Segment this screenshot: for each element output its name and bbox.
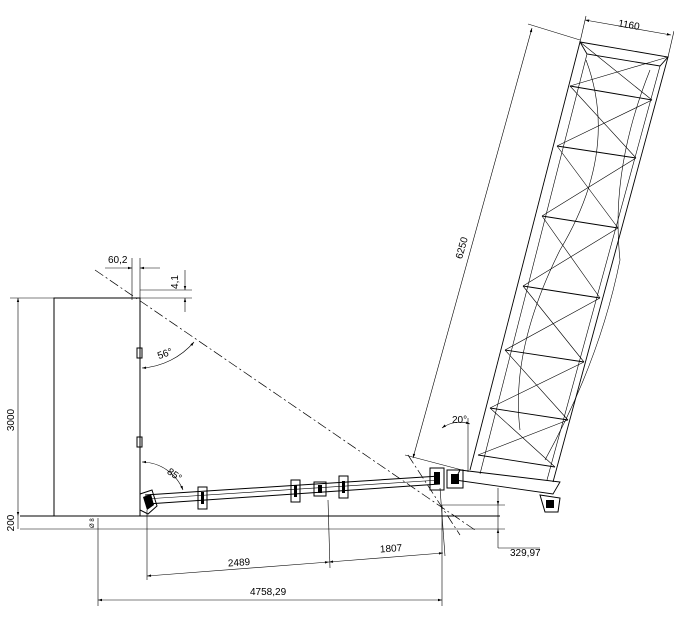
dim-length-truss: 6250	[404, 23, 581, 471]
label-elevation: 329,97	[510, 548, 541, 559]
label-height-main: 3000	[6, 408, 17, 431]
label-angle-lower: 85°	[165, 466, 184, 484]
dim-height-base: 200	[6, 514, 19, 531]
boom-arm	[139, 467, 464, 515]
label-seg-a: 2489	[228, 557, 251, 570]
dim-offset-small: 4,1	[140, 270, 192, 312]
dim-offset-top: 60,2	[105, 255, 160, 300]
svg-text:Ø 8: Ø 8	[90, 518, 96, 528]
dim-angle-truss: 20°	[441, 415, 471, 472]
construction-line-2	[407, 454, 461, 536]
dim-height-main: 3000	[6, 297, 54, 516]
label-offset-top: 60,2	[108, 255, 128, 266]
label-height-base: 200	[6, 514, 17, 531]
wall-profile: Ø 8	[20, 297, 505, 530]
label-total-length: 4758,29	[250, 587, 287, 598]
dim-angle-upper: 56°	[141, 341, 195, 369]
dim-width-truss: 1160	[579, 15, 674, 58]
dim-elevation: 329,97	[442, 488, 541, 559]
dim-angle-lower: 85°	[141, 460, 184, 491]
construction-line	[94, 269, 476, 531]
label-offset-small: 4,1	[170, 275, 181, 289]
label-angle-truss: 20°	[452, 415, 467, 426]
label-seg-b: 1807	[380, 543, 403, 556]
truss-tower	[454, 41, 669, 513]
dim-segments: 2489 1807	[146, 487, 446, 580]
label-angle-upper: 56°	[156, 347, 174, 363]
label-width-truss: 1160	[617, 18, 641, 33]
dim-total-length: 4758,29	[97, 505, 443, 606]
